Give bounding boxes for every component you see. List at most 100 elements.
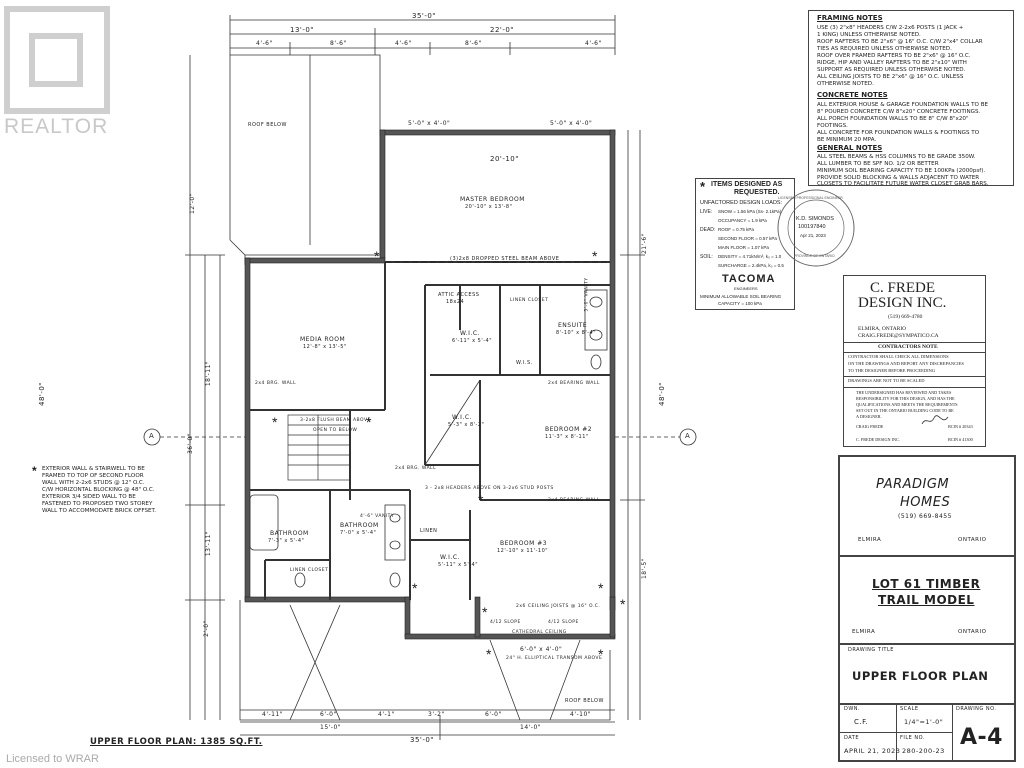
room-wic-2-size: 5'-3" x 8'-2" bbox=[448, 422, 485, 428]
load-row: SURCHARGE = 2.4kPa, k₀ = 0.5 bbox=[718, 263, 784, 268]
engineer-seal: LICENSED PROFESSIONAL ENGINEER K.D. SIMO… bbox=[776, 188, 856, 268]
section-a-left: A bbox=[149, 432, 155, 440]
linen-2: LINEN bbox=[420, 528, 438, 534]
dim-top-seg3: 4'-6" bbox=[395, 40, 412, 47]
framing-note-line: TIES AS REQUIRED UNLESS OTHERWISE NOTED. bbox=[817, 46, 952, 52]
bcin-2: BCIN # 41300 bbox=[948, 437, 973, 442]
dim-top-total: 35'-0" bbox=[412, 12, 437, 20]
concrete-notes-title: CONCRETE NOTES bbox=[817, 91, 888, 99]
general-note-line: ALL STEEL BEAMS & HSS COLUMNS TO BE GRAD… bbox=[817, 154, 976, 160]
room-ensuite-size: 8'-10" x 8'-4" bbox=[556, 330, 597, 336]
dim-left-36: 36'-0" bbox=[187, 432, 195, 455]
load-cat-dead: DEAD: bbox=[700, 227, 716, 233]
tacoma-logo: TACOMA bbox=[722, 273, 776, 285]
asterisk-icon: * bbox=[620, 596, 626, 612]
room-wic-3-size: 5'-11" x 5'-4" bbox=[438, 562, 479, 568]
bearing-wall-2: 2x4 BEARING WALL bbox=[548, 498, 600, 503]
signature-icon bbox=[921, 415, 949, 425]
dim-bottom-seg4: 3'-2" bbox=[428, 711, 445, 718]
attic-size: 18x24 bbox=[446, 299, 465, 305]
general-note-line: ALL LUMBER TO BE SPF NO. 1/2 OR BETTER bbox=[817, 161, 939, 167]
dwn-label: DWN. bbox=[844, 706, 861, 712]
plan-caption: UPPER FLOOR PLAN: 1385 SQ.FT. bbox=[90, 737, 263, 747]
concrete-note-line: FOOTINGS. bbox=[817, 123, 848, 129]
load-row: DENSITY = 4.71kN/m³, k₀ = 1.0 bbox=[718, 254, 782, 259]
flush-beam: 3-2x8 FLUSH BEAM ABOVE bbox=[300, 418, 371, 423]
concrete-note-line: ALL EXTERIOR HOUSE & GARAGE FOUNDATION W… bbox=[817, 102, 989, 108]
client-city: ELMIRA bbox=[858, 537, 882, 543]
asterisk-icon: * bbox=[700, 179, 706, 194]
asterisk-icon: * bbox=[272, 414, 278, 430]
asterisk-icon: * bbox=[598, 646, 604, 662]
room-wis: W.I.S. bbox=[516, 360, 533, 366]
dim-right-18: 18'-5" bbox=[641, 557, 649, 580]
room-bedroom-3-size: 12'-10" x 11'-10" bbox=[497, 548, 549, 554]
room-master-bedroom: MASTER BEDROOM bbox=[460, 196, 525, 203]
ext-note-line: WALL TO ACCOMMODATE BRICK OFFSET. bbox=[42, 508, 157, 514]
room-bathroom-1: BATHROOM bbox=[270, 530, 309, 537]
dim-top-left: 13'-0" bbox=[290, 26, 315, 34]
project-name-2: TRAIL MODEL bbox=[878, 593, 975, 607]
client-name-2: HOMES bbox=[900, 495, 951, 510]
room-media: MEDIA ROOM bbox=[300, 336, 346, 343]
room-bedroom-2: BEDROOM #2 bbox=[545, 426, 593, 433]
framing-notes-title: FRAMING NOTES bbox=[817, 14, 883, 22]
framing-note-line: OTHERWISE NOTED. bbox=[817, 81, 874, 87]
ext-note-line: FASTENED TO PROPOSED TWO STOREY bbox=[42, 501, 153, 507]
section-a-right: A bbox=[685, 432, 691, 440]
realtor-logo-icon bbox=[4, 6, 110, 114]
asterisk-icon: * bbox=[592, 248, 598, 264]
attic-access: ATTIC ACCESS bbox=[438, 292, 480, 298]
asterisk-icon: * bbox=[374, 248, 380, 264]
contractor-line: ON THE DRAWINGS AND REPORT ANY DISCREPAN… bbox=[848, 361, 964, 366]
concrete-note-line: ALL CONCRETE FOR FOUNDATION WALLS & FOOT… bbox=[817, 130, 980, 136]
loads-title-2: REQUESTED. bbox=[734, 189, 780, 196]
company-name: C. FREDE DESIGN INC. bbox=[856, 437, 900, 442]
realtor-watermark: REALTOR bbox=[4, 115, 109, 138]
dim-top-seg4: 8'-6" bbox=[465, 40, 482, 47]
contractor-line: CONTRACTOR SHALL CHECK ALL DIMENSIONS bbox=[848, 354, 949, 359]
seal-province: PROVINCE OF ONTARIO bbox=[794, 254, 835, 258]
slope-1: 4/12 SLOPE bbox=[490, 620, 521, 625]
soil-bearing-1: MINIMUM ALLOWABLE SOIL BEARING bbox=[700, 294, 782, 299]
dwn-value: C.F. bbox=[854, 718, 869, 726]
ext-note-line: FRAMED TO TOP OF SECOND FLOOR bbox=[42, 473, 144, 479]
seal-ring-icon bbox=[777, 189, 855, 267]
load-row: SECOND FLOOR = 0.57 kPa bbox=[718, 236, 777, 241]
dim-right-21: 21'-6" bbox=[641, 232, 649, 255]
load-cat-live: LIVE: bbox=[700, 209, 713, 215]
design-loads-box: * ITEMS DESIGNED AS REQUESTED. UNFACTORE… bbox=[695, 178, 795, 310]
responsibility-line: RESPONSIBILITY FOR THIS DESIGN, AND HAS … bbox=[856, 396, 955, 401]
framing-notes-box: FRAMING NOTES USE (3) 2"x8" HEADERS C/W … bbox=[808, 10, 1014, 187]
vanity-4ft: 4'-6" VANITY bbox=[360, 514, 395, 519]
asterisk-icon: * bbox=[366, 414, 372, 430]
seal-date: Apr 21, 2023 bbox=[800, 233, 826, 238]
ext-note-line: C/W HORIZONTAL BLOCKING @ 48" O.C. bbox=[42, 487, 155, 493]
loads-subtitle: UNFACTORED DESIGN LOADS: bbox=[700, 200, 783, 206]
framing-note-line: SUPPORT AS REQUIRED UNLESS OTHERWISE NOT… bbox=[817, 67, 966, 73]
general-note-line: MINIMUM SOIL BEARING CAPACITY TO BE 100K… bbox=[817, 168, 986, 174]
loads-title-1: ITEMS DESIGNED AS bbox=[711, 181, 783, 188]
transom-note: 24" H. ELLIPTICAL TRANSOM ABOVE bbox=[506, 656, 603, 661]
asterisk-icon: * bbox=[478, 492, 484, 508]
general-notes-title: GENERAL NOTES bbox=[817, 144, 883, 152]
room-bedroom-2-size: 11'-3" x 8'-11" bbox=[545, 434, 589, 440]
bearing-wall-1: 2x4 BEARING WALL bbox=[548, 381, 600, 386]
dim-bottom-seg6: 4'-10" bbox=[570, 711, 592, 718]
responsibility-line: QUALIFICATIONS AND MEETS THE REQUIREMENT… bbox=[856, 402, 958, 407]
responsibility-line: SET OUT IN THE ONTARIO BUILDING CODE TO … bbox=[856, 408, 954, 413]
general-note-line: PROVIDE SOLID BLOCKING & WALLS ADJACENT … bbox=[817, 175, 980, 181]
drawing-no-label: DRAWING NO. bbox=[956, 706, 997, 712]
project-city: ELMIRA bbox=[852, 629, 876, 635]
dim-top-right: 22'-0" bbox=[490, 26, 515, 34]
dim-bottom-seg5: 6'-0" bbox=[485, 711, 502, 718]
seal-ring-text: LICENSED PROFESSIONAL ENGINEER bbox=[778, 196, 843, 200]
room-bedroom-3: BEDROOM #3 bbox=[500, 540, 548, 547]
dim-bottom-seg2: 6'-0" bbox=[320, 711, 337, 718]
dim-bottom-seg1: 4'-11" bbox=[262, 711, 284, 718]
dim-master-width: 20'-10" bbox=[490, 155, 519, 163]
framing-note-line: ROOF OVER FRAMED RAFTERS TO BE 2"x6" @ 1… bbox=[817, 53, 971, 59]
room-bathroom-2: BATHROOM bbox=[340, 522, 379, 529]
designer-name-1: C. FREDE bbox=[870, 280, 936, 296]
room-ensuite: ENSUITE bbox=[558, 322, 588, 329]
